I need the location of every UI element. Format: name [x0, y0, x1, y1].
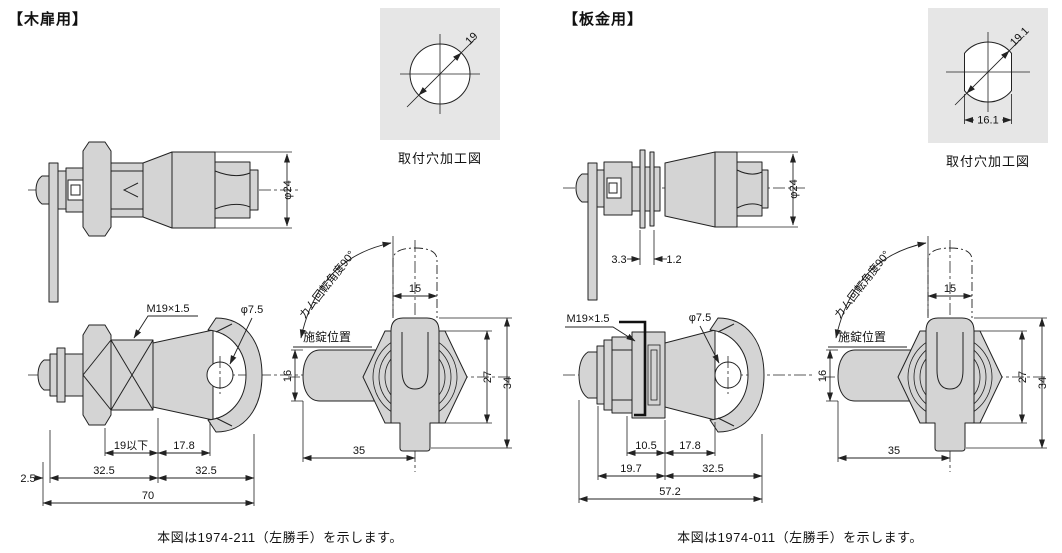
dim-35: 35	[888, 445, 900, 457]
dim-572: 57.2	[659, 486, 680, 498]
right-hole-diagram-box: 19.1 16.1	[928, 8, 1048, 143]
dim-34: 34	[502, 377, 514, 389]
left-model-note: 本図は1974-211（左勝手）を示します。	[157, 530, 403, 545]
dim-16: 16	[817, 370, 829, 382]
body-cone	[142, 151, 173, 229]
dim-phi24: φ24	[788, 179, 800, 198]
cam-lever-bar	[587, 162, 598, 301]
dim-phi75: φ7.5	[241, 304, 263, 316]
panel-plate-b	[649, 151, 655, 227]
right-panel-title: 【板金用】	[563, 11, 644, 28]
left-hole-caption: 取付穴加工図	[397, 151, 482, 166]
dim-19max: 19以下	[114, 440, 148, 452]
cam-hook	[207, 317, 263, 433]
dim-m19: M19×1.5	[146, 303, 189, 315]
right-section-view: M19×1.5 φ7.5 10.5 17.8 19.7 32.5 57.2	[563, 312, 815, 503]
retainer-clip	[619, 320, 647, 417]
dim-105: 10.5	[635, 440, 656, 452]
cam-phantom-position	[392, 247, 438, 318]
mounting-nut	[82, 324, 112, 426]
rotation-arc	[299, 241, 392, 339]
dim-27: 27	[1017, 371, 1029, 383]
dim-16: 16	[282, 370, 294, 382]
left-section-view: M19×1.5 φ7.5 19以下 17.8 2.5 32.5 32.5 70	[20, 303, 305, 506]
cam-tongue	[390, 317, 440, 452]
right-panel-drawing: φ24 3.3 1.2 M19×1.5 φ7.5	[563, 149, 1049, 503]
right-hole-diagram: 19.1 16.1	[946, 25, 1032, 127]
dim-178: 17.8	[173, 440, 194, 452]
hole-width-label: 16.1	[977, 115, 998, 127]
left-hole-diagram-box: 19	[380, 8, 500, 140]
dim-15: 15	[409, 283, 421, 295]
dim-35: 35	[353, 445, 365, 457]
cam-lever-bar	[48, 162, 59, 303]
panel-plate-a	[639, 149, 646, 229]
cam-rotation-label: カム回転角度90°	[296, 248, 358, 322]
body-cone	[152, 329, 214, 421]
left-panel-title: 【木扉用】	[8, 11, 89, 28]
dim-m19: M19×1.5	[566, 313, 609, 325]
left-hole-diagram: 19	[400, 30, 480, 114]
mounting-nut	[82, 141, 112, 237]
lock-position-label: 施錠位置	[303, 329, 351, 344]
cam-hook	[709, 317, 765, 433]
dia-dim-extensions	[406, 38, 476, 108]
left-side-view: φ24	[28, 141, 298, 303]
left-panel-drawing: φ24 M19×1.5 φ7.5 19以下 17.8	[20, 141, 514, 506]
dim-33: 3.3	[611, 254, 626, 266]
cam-tongue	[925, 317, 975, 452]
dim-25: 2.5	[20, 473, 35, 485]
dim-325a: 32.5	[93, 465, 114, 477]
dim-178: 17.8	[679, 440, 700, 452]
dim-12: 1.2	[666, 254, 681, 266]
dim-197: 19.7	[620, 463, 641, 475]
cam-rotation-label: カム回転角度90°	[831, 248, 893, 322]
dim-325b: 32.5	[195, 465, 216, 477]
body-cone	[664, 329, 716, 421]
rotation-arc	[834, 241, 927, 339]
dim-34: 34	[1037, 377, 1049, 389]
dim-15: 15	[944, 283, 956, 295]
dia-dim-line	[966, 50, 1010, 94]
left-front-view: 15 カム回転角度90° 施錠位置 16 27 34 35	[282, 236, 514, 472]
dim-27: 27	[482, 371, 494, 383]
dim-325: 32.5	[702, 463, 723, 475]
right-side-view: φ24 3.3 1.2	[563, 149, 805, 301]
right-hole-caption: 取付穴加工図	[945, 154, 1030, 169]
dim-phi24: φ24	[282, 180, 294, 199]
cam-phantom-position	[927, 247, 973, 318]
lock-position-label: 施錠位置	[838, 329, 886, 344]
dim-70: 70	[142, 490, 154, 502]
right-front-view: 15 カム回転角度90° 施錠位置 16 27 34 35	[817, 236, 1049, 472]
front-cap	[35, 175, 50, 205]
dia-dim-line	[418, 52, 462, 96]
body-cone	[664, 151, 716, 228]
dim-phi75: φ7.5	[689, 312, 711, 324]
right-model-note: 本図は1974-011（左勝手）を示します。	[677, 530, 923, 545]
